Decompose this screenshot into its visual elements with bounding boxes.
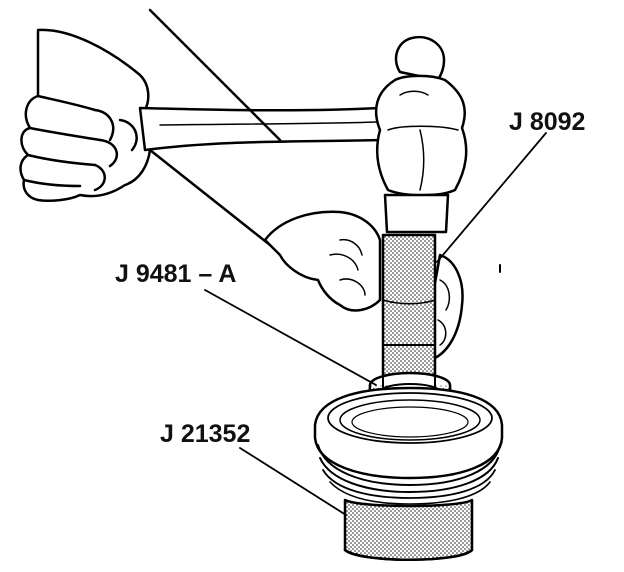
- leader-j8092: [436, 132, 547, 263]
- callout-j9481-a: J 9481 – A: [115, 260, 237, 288]
- holding-fixture-j21352: [313, 386, 504, 561]
- left-hand: [19, 28, 159, 203]
- leader-j9481-a: [204, 289, 377, 386]
- hammer-handle: [138, 106, 386, 152]
- leader-j21352: [239, 447, 347, 516]
- callout-j21352: J 21352: [160, 420, 251, 448]
- sleeve-line: [148, 8, 250, 110]
- driver-handle-j8092: [381, 233, 437, 387]
- hammer-head: [374, 35, 468, 234]
- right-hand: [263, 210, 464, 360]
- callout-j8092: J 8092: [509, 108, 586, 136]
